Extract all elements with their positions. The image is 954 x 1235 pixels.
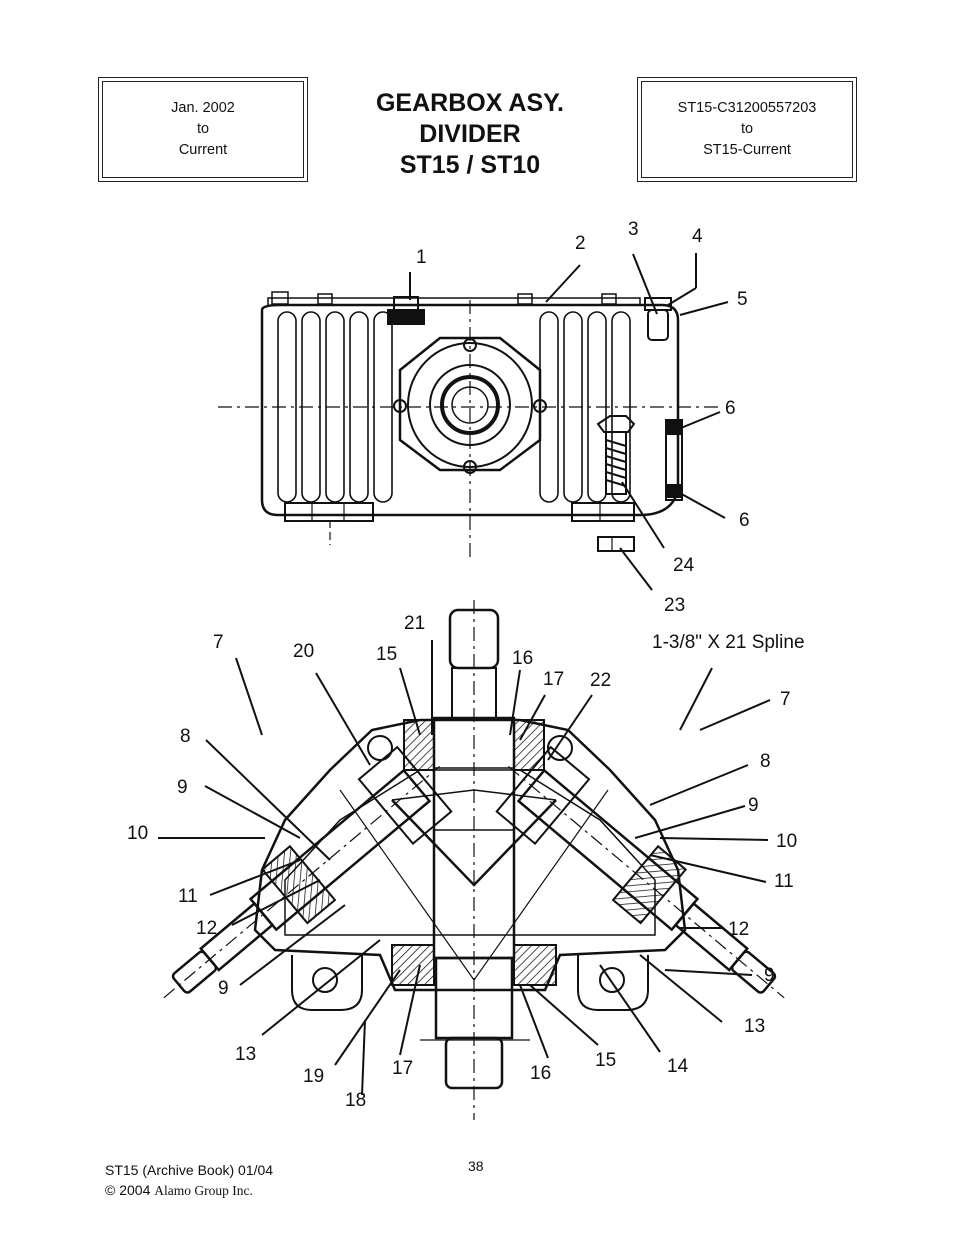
callout-sec-10-left: 10 <box>127 823 148 844</box>
callout-top-3: 3 <box>628 219 639 240</box>
serial-to: to <box>740 121 754 137</box>
callout-sec-11-right: 11 <box>774 871 794 892</box>
callout-sec-12-left: 12 <box>196 918 217 939</box>
callout-top-2: 2 <box>575 233 586 254</box>
callout-sec-16-top: 16 <box>512 648 533 669</box>
callout-sec-7-right: 7 <box>780 689 791 710</box>
callout-sec-20: 20 <box>293 641 314 662</box>
callout-top-6a: 6 <box>725 398 736 419</box>
serial-range-box: ST15-C31200557203 to ST15-Current <box>637 77 857 182</box>
callout-sec-21: 21 <box>404 613 425 634</box>
spline-note: 1-3/8" X 21 Spline <box>652 632 805 653</box>
callout-sec-17-top: 17 <box>543 669 564 690</box>
serial-end: ST15-Current <box>703 142 791 158</box>
gearbox-section-view <box>158 600 785 1120</box>
title-line-2: DIVIDER <box>419 120 521 148</box>
callout-top-1: 1 <box>416 247 427 268</box>
serial-start: ST15-C31200557203 <box>677 100 817 116</box>
company-name: Alamo Group Inc. <box>154 1183 253 1198</box>
callout-top-5: 5 <box>737 289 748 310</box>
title-line-3: ST15 / ST10 <box>399 151 541 179</box>
callout-sec-12-right: 12 <box>728 919 749 940</box>
gearbox-top-view <box>218 253 729 591</box>
copyright-year: © 2004 <box>105 1182 151 1198</box>
callout-sec-18: 18 <box>345 1090 366 1111</box>
section-view-callouts: 7 20 21 15 16 17 22 7 8 9 10 11 12 9 13 … <box>127 613 797 1111</box>
callout-sec-22: 22 <box>590 670 611 691</box>
callout-sec-8-right: 8 <box>760 751 771 772</box>
date-start: Jan. 2002 <box>171 100 235 116</box>
callout-sec-10-right: 10 <box>776 831 797 852</box>
callout-top-23: 23 <box>664 595 685 616</box>
doc-reference: ST15 (Archive Book) 01/04 <box>105 1162 274 1178</box>
callout-sec-9-left-b: 9 <box>218 978 229 999</box>
page-number: 38 <box>468 1158 484 1174</box>
callout-sec-16-bottom: 16 <box>530 1063 551 1084</box>
callout-sec-7-left: 7 <box>213 632 224 653</box>
copyright-line: © 2004 Alamo Group Inc. <box>105 1180 273 1201</box>
callout-sec-13-right: 13 <box>744 1016 765 1037</box>
callout-sec-13-left: 13 <box>235 1044 256 1065</box>
callout-sec-11-left: 11 <box>178 886 198 907</box>
callout-sec-8-left: 8 <box>180 726 191 747</box>
page-title: GEARBOX ASY. DIVIDER ST15 / ST10 <box>320 88 620 181</box>
callout-sec-19: 19 <box>303 1066 324 1087</box>
callout-sec-9-right-a: 9 <box>748 795 759 816</box>
callout-top-6b: 6 <box>739 510 750 531</box>
footer-info: ST15 (Archive Book) 01/04 © 2004 Alamo G… <box>105 1160 273 1201</box>
title-line-1: GEARBOX ASY. <box>375 89 564 117</box>
date-end: Current <box>178 142 228 158</box>
top-view-callouts: 1 2 3 4 5 6 6 24 23 <box>416 219 750 616</box>
callout-sec-17-bottom: 17 <box>392 1058 413 1079</box>
callout-sec-15-top: 15 <box>376 644 397 665</box>
callout-top-4: 4 <box>692 226 703 247</box>
callout-top-24: 24 <box>673 555 695 576</box>
date-to: to <box>196 121 210 137</box>
callout-sec-15-bottom: 15 <box>595 1050 616 1071</box>
callout-sec-9-left-a: 9 <box>177 777 188 798</box>
callout-sec-9-right-b: 9 <box>764 965 775 986</box>
date-range-box: Jan. 2002 to Current <box>98 77 308 182</box>
callout-sec-14: 14 <box>667 1056 689 1077</box>
